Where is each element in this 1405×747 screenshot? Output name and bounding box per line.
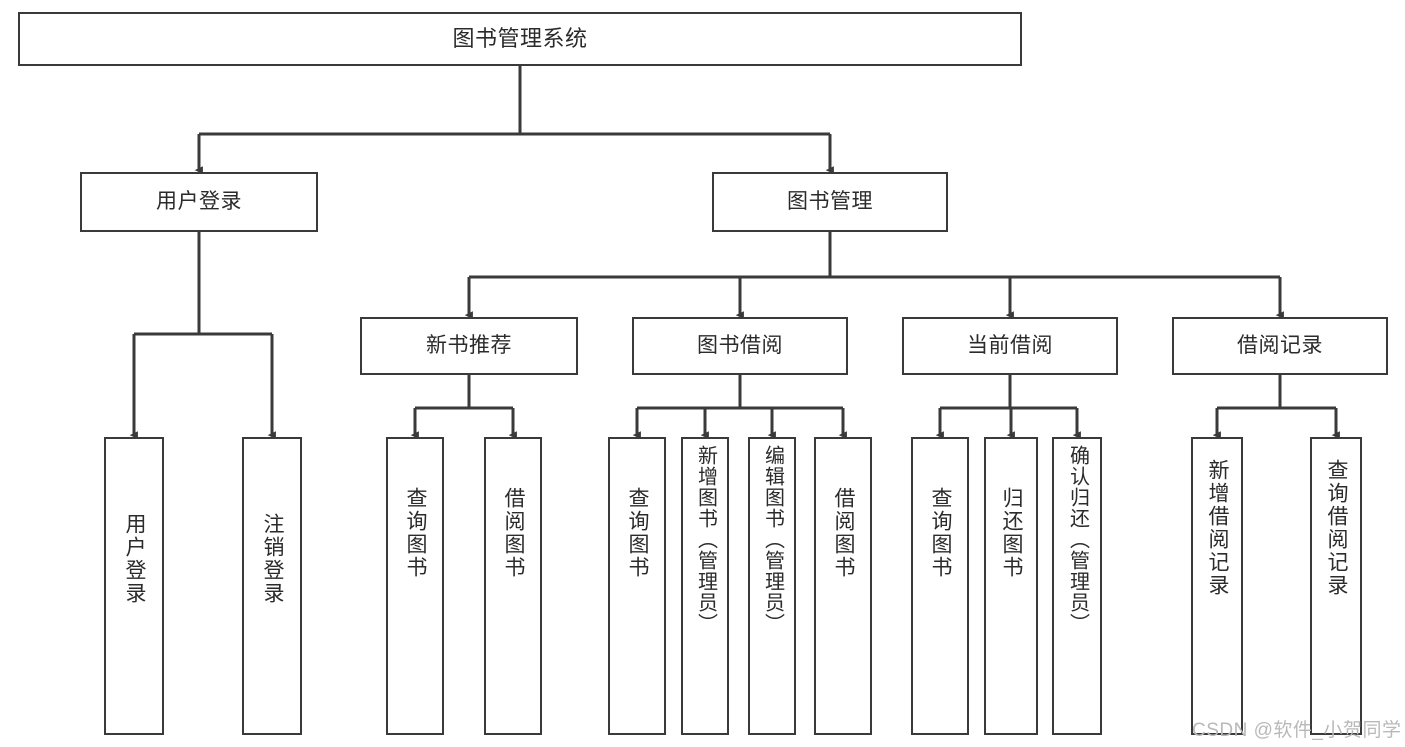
node-label: 查询借阅记录 bbox=[1325, 459, 1349, 597]
node-label: 查询图书 bbox=[929, 487, 953, 579]
node-leaf-query-book-3[interactable]: 查询图书 bbox=[911, 437, 969, 735]
node-label: 新增借阅记录 bbox=[1206, 459, 1230, 597]
node-current[interactable]: 当前借阅 bbox=[902, 317, 1118, 375]
node-leaf-confirm-return[interactable]: 确认归还（管理员） bbox=[1052, 437, 1102, 735]
node-label: 编辑图书（管理员） bbox=[761, 445, 784, 634]
node-label: 新书推荐 bbox=[426, 333, 512, 357]
node-leaf-borrow-book-2[interactable]: 借阅图书 bbox=[814, 437, 872, 735]
node-label: 借阅图书 bbox=[832, 487, 856, 579]
node-leaf-query-book-1[interactable]: 查询图书 bbox=[386, 437, 444, 735]
node-label: 查询图书 bbox=[404, 487, 428, 579]
node-label: 查询图书 bbox=[626, 487, 650, 579]
node-leaf-query-book-2[interactable]: 查询图书 bbox=[608, 437, 666, 735]
node-borrow[interactable]: 图书借阅 bbox=[632, 317, 848, 375]
node-leaf-query-record[interactable]: 查询借阅记录 bbox=[1310, 437, 1362, 735]
node-label: 图书管理 bbox=[787, 189, 873, 213]
node-leaf-logout[interactable]: 注销登录 bbox=[242, 437, 302, 735]
node-label: 用户登录 bbox=[123, 513, 147, 605]
node-label: 借阅图书 bbox=[502, 487, 526, 579]
edge-group bbox=[129, 66, 1340, 440]
node-label: 确认归还（管理员） bbox=[1066, 445, 1089, 634]
node-newbook[interactable]: 新书推荐 bbox=[360, 317, 578, 375]
node-login[interactable]: 用户登录 bbox=[80, 172, 318, 232]
node-leaf-add-record[interactable]: 新增借阅记录 bbox=[1191, 437, 1243, 735]
node-leaf-add-book[interactable]: 新增图书（管理员） bbox=[681, 437, 729, 735]
node-label: 新增图书（管理员） bbox=[694, 445, 717, 634]
node-leaf-return-book[interactable]: 归还图书 bbox=[984, 437, 1038, 735]
node-bookmgmt[interactable]: 图书管理 bbox=[712, 172, 948, 232]
node-root[interactable]: 图书管理系统 bbox=[18, 12, 1022, 66]
node-label: 图书管理系统 bbox=[452, 26, 588, 52]
node-label: 当前借阅 bbox=[967, 333, 1053, 357]
node-label: 借阅记录 bbox=[1237, 333, 1323, 357]
node-label: 用户登录 bbox=[156, 189, 242, 213]
node-leaf-edit-book[interactable]: 编辑图书（管理员） bbox=[748, 437, 796, 735]
csdn-watermark: CSDN @软件_小贺同学 bbox=[1192, 720, 1402, 741]
node-label: 注销登录 bbox=[261, 513, 285, 605]
node-records[interactable]: 借阅记录 bbox=[1172, 317, 1388, 375]
node-leaf-borrow-book-1[interactable]: 借阅图书 bbox=[484, 437, 542, 735]
node-label: 归还图书 bbox=[1000, 487, 1024, 579]
node-label: 图书借阅 bbox=[697, 333, 783, 357]
node-leaf-user-login[interactable]: 用户登录 bbox=[104, 437, 164, 735]
